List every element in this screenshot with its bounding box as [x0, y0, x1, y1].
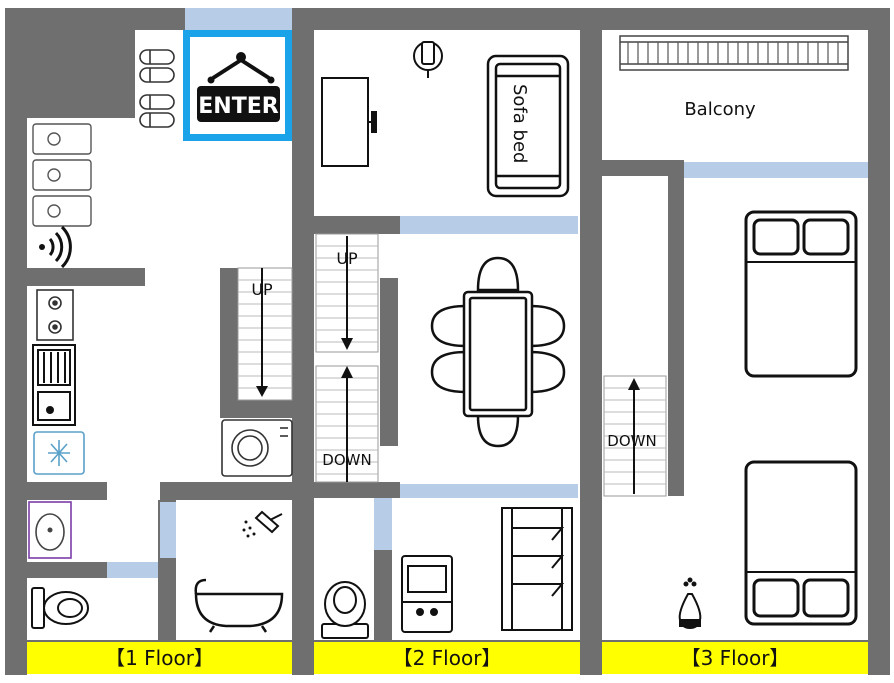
- tv-icon: [321, 77, 377, 167]
- dining-table-icon: [430, 256, 566, 448]
- stairs-floor1: [237, 267, 293, 401]
- floor-label-bands: [27, 642, 868, 674]
- sink-icon: [32, 344, 76, 426]
- storage-closet: [27, 30, 135, 118]
- stairs-floor2-down: [315, 365, 379, 483]
- stairs-floor2-up: [315, 233, 379, 353]
- stairs-floor3-down: [603, 375, 667, 497]
- balcony-label: Balcony: [684, 99, 756, 120]
- toilet-icon-floor2: [321, 581, 369, 639]
- wifi-icon: [39, 225, 72, 269]
- stairs-up-label-floor2: UP: [336, 249, 358, 268]
- bed-icon: [744, 210, 858, 378]
- floor-label-1: 【1 Floor】: [105, 646, 214, 670]
- stairs-down-label-floor2: DOWN: [322, 451, 371, 469]
- stairs-up-label-floor1: UP: [251, 280, 273, 299]
- washing-machine-icon: [221, 419, 293, 477]
- stairs-down-label-floor3: DOWN: [607, 432, 656, 450]
- floor-label-3: 【3 Floor】: [680, 646, 790, 670]
- washbasin-icon: [28, 501, 72, 559]
- enter-sign-text: ENTER: [198, 94, 278, 119]
- bathtub-icon: [194, 578, 284, 633]
- slippers-icon: [139, 49, 175, 128]
- fridge-icon: [33, 431, 85, 475]
- doors: [107, 8, 868, 578]
- walls: [5, 8, 890, 675]
- sofa-bed-label: Sofa bed: [509, 84, 530, 163]
- enter-sign-icon: ENTER: [183, 30, 292, 141]
- floor-label-2: 【2 Floor】: [392, 646, 502, 670]
- stove-icon: [36, 289, 74, 341]
- laundry-bag-icon: [32, 123, 92, 227]
- drying-rack-icon: [501, 507, 573, 631]
- phone-charger-icon: [413, 41, 443, 78]
- shower-icon: [242, 510, 283, 538]
- balcony-railing-icon: [619, 35, 849, 71]
- humidifier-icon: [678, 577, 702, 630]
- sofa-bed-icon: [486, 54, 570, 198]
- bed-icon-2: [744, 460, 858, 626]
- arcade-machine-icon: [401, 555, 453, 633]
- toilet-icon: [31, 587, 89, 629]
